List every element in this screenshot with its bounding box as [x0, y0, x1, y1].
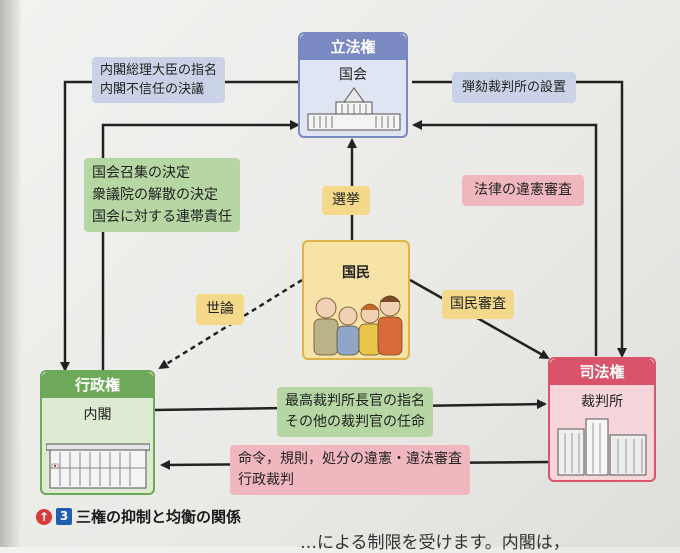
label-exec-to-leg-line2: 衆議院の解散の決定 — [92, 187, 218, 203]
court-building-icon — [557, 418, 647, 476]
label-exec-to-leg-line1: 国会召集の決定 — [92, 165, 190, 181]
executive-title: 行政権 — [42, 372, 153, 398]
label-people-to-exec: 世論 — [196, 294, 244, 325]
label-jud-to-exec-line1: 命令，規則，処分の違憲・違法審査 — [238, 451, 462, 467]
legislative-name: 国会 — [339, 67, 367, 83]
people-illustration-icon — [313, 295, 403, 356]
label-leg-to-exec-line2: 内閣不信任の決議 — [100, 82, 205, 97]
judicial-box: 司法権 裁判所 — [548, 357, 656, 482]
legislative-box: 立法権 国会 — [298, 32, 408, 138]
label-exec-to-jud: 最高裁判所長官の指名 その他の裁判官の任命 — [277, 387, 433, 437]
figure-number: 3 — [56, 508, 72, 525]
figure-title: 三権の抑制と均衡の関係 — [76, 508, 242, 526]
body-text-fragment: …による制限を受けます。内閣は， — [300, 533, 570, 553]
label-jud-to-exec-line2: 行政裁判 — [238, 472, 294, 488]
arrow-jud-to-leg — [412, 120, 598, 356]
label-exec-to-jud-line1: 最高裁判所長官の指名 — [285, 393, 425, 409]
executive-name: 内閣 — [83, 407, 112, 423]
people-label: 国民 — [342, 265, 370, 281]
page-edge — [0, 0, 22, 547]
label-jud-to-exec: 命令，規則，処分の違憲・違法審査 行政裁判 — [230, 445, 470, 495]
judicial-name: 裁判所 — [581, 394, 623, 410]
label-leg-to-jud: 弾劾裁判所の設置 — [452, 72, 577, 103]
up-arrow-icon: ↑ — [36, 508, 52, 525]
label-leg-to-exec: 内閣総理大臣の指名 内閣不信任の決議 — [92, 57, 226, 103]
label-exec-to-jud-line2: その他の裁判官の任命 — [285, 414, 425, 430]
arrow-people-to-jud — [409, 278, 550, 360]
diet-building-icon — [307, 87, 401, 131]
judicial-title: 司法権 — [550, 359, 654, 385]
label-people-to-leg: 選挙 — [322, 186, 370, 215]
label-exec-to-leg: 国会召集の決定 衆議院の解散の決定 国会に対する連帯責任 — [84, 158, 240, 232]
label-people-to-jud: 国民審査 — [442, 290, 514, 319]
label-jud-to-leg: 法律の違憲審査 — [462, 175, 584, 206]
arrow-exec-to-leg — [101, 120, 300, 370]
legislative-title: 立法権 — [300, 34, 406, 60]
figure-caption: ↑ 3 三権の抑制と均衡の関係 — [36, 506, 241, 527]
label-leg-to-exec-line1: 内閣総理大臣の指名 — [100, 63, 218, 78]
people-box: 国民 — [302, 240, 410, 360]
label-exec-to-leg-line3: 国会に対する連帯責任 — [92, 209, 232, 225]
cabinet-building-icon — [46, 443, 150, 489]
executive-box: 行政権 内閣 — [40, 370, 155, 495]
